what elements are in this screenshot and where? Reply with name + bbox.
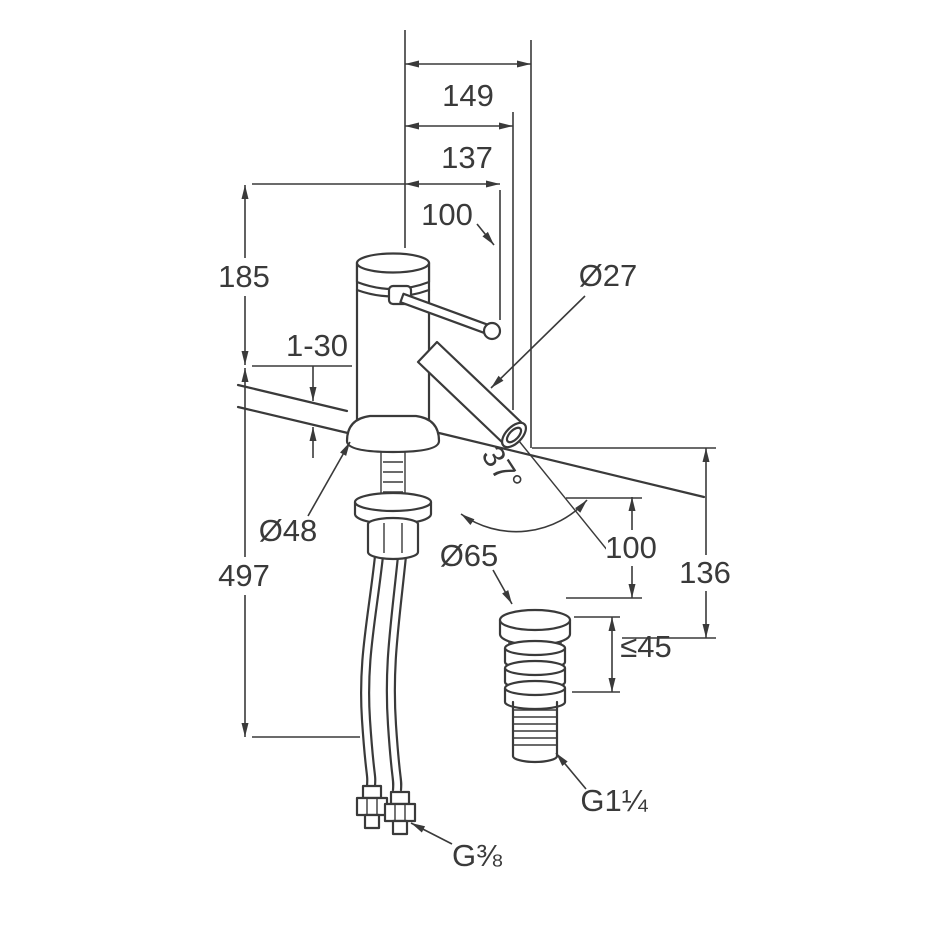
dim-projection: 149 <box>405 60 531 113</box>
dim-label-o48: Ø48 <box>259 513 318 548</box>
dim-label-g114: G1¼ <box>580 783 648 818</box>
dim-total-height: 497 <box>218 368 270 737</box>
dim-height-above-deck: 185 <box>218 185 270 365</box>
dim-outlet-top-height: 136 <box>679 448 732 638</box>
faucet-body <box>345 252 441 454</box>
dim-spout-diameter: Ø27 <box>490 258 638 389</box>
dim-base-diameter: Ø48 <box>259 441 351 548</box>
dim-drain-thread: G1¼ <box>555 752 649 818</box>
hose-fitting-right <box>383 790 417 836</box>
dim-outlet-height: 100 <box>605 497 658 598</box>
dim-label-149: 149 <box>442 78 494 113</box>
base-flange <box>345 414 441 454</box>
dim-label-le45: ≤45 <box>620 629 672 664</box>
dim-drain-cap-diameter: Ø65 <box>440 538 513 605</box>
dim-label-100-top: 100 <box>421 197 473 232</box>
dim-label-37deg: 37° <box>475 439 530 497</box>
extension-lines <box>252 30 716 738</box>
dim-label-1-30: 1-30 <box>286 328 348 363</box>
dim-label-136: 136 <box>679 555 731 590</box>
dim-label-497: 497 <box>218 558 270 593</box>
dim-deck-thickness: 1-30 <box>286 328 348 458</box>
drain-thread <box>511 700 559 764</box>
dim-label-137: 137 <box>441 140 493 175</box>
drain-cap <box>498 608 572 632</box>
dim-supply-thread: G⅜ <box>410 822 502 873</box>
dim-label-o27: Ø27 <box>579 258 638 293</box>
dim-drain-cap-adjust: ≤45 <box>608 617 672 692</box>
hose-fitting-left <box>355 784 389 830</box>
dim-handle-length: 100 <box>405 180 500 246</box>
supply-hoses <box>353 452 433 836</box>
dim-label-100-right: 100 <box>605 530 657 565</box>
dim-spout-reach: 137 <box>405 122 513 175</box>
faucet-lever <box>387 284 502 341</box>
dim-label-185: 185 <box>218 259 270 294</box>
mounting-nut <box>353 491 433 561</box>
mounting-deck <box>236 383 706 499</box>
lever-knob <box>482 321 502 341</box>
dim-label-o65: Ø65 <box>440 538 499 573</box>
dim-label-g38: G⅜ <box>452 838 502 873</box>
spout <box>416 340 528 449</box>
pop-up-drain <box>498 608 572 764</box>
